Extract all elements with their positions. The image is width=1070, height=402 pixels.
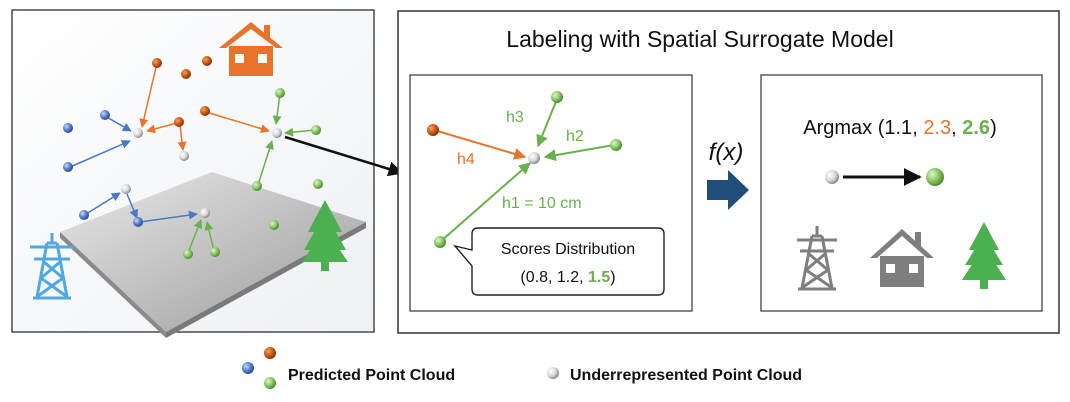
- edge-green: [257, 140, 274, 186]
- edge-blue: [126, 193, 139, 219]
- predicted-point-orange: [174, 117, 184, 127]
- predicted-point-green: [210, 247, 220, 257]
- argmax-value: 1.1: [884, 117, 912, 139]
- edge-green: [284, 127, 316, 137]
- target-point: [528, 152, 540, 164]
- legend: Predicted Point Cloud Underrepresented P…: [242, 347, 802, 389]
- edge-label-h2: h2: [566, 128, 584, 145]
- underrepresented-point: [179, 151, 189, 161]
- target-point: [825, 170, 839, 184]
- predicted-point-green: [313, 179, 323, 189]
- edge-orange: [205, 111, 270, 133]
- predicted-points: [63, 56, 323, 259]
- tree-icon: [962, 222, 1006, 289]
- predicted-point-green: [269, 220, 279, 230]
- neighbor-point-orange: [427, 124, 439, 136]
- edge-orange: [139, 62, 158, 128]
- legend-swatch-green: [264, 377, 276, 389]
- labeled-point-green: [926, 168, 944, 186]
- legend-label-underrepresented: Underrepresented Point Cloud: [570, 367, 802, 384]
- argmax-value-max: 2.6: [962, 117, 990, 139]
- predicted-point-orange: [181, 69, 191, 79]
- argmax-value-house: 2.3: [923, 117, 951, 139]
- score-value: 0.8: [526, 269, 548, 286]
- predicted-point-orange: [200, 106, 210, 116]
- edge-label-h4: h4: [457, 151, 475, 168]
- score-value: 1.2: [557, 269, 579, 286]
- house-icon: [870, 229, 934, 287]
- neighbor-point-green: [551, 91, 563, 103]
- predicted-point-blue: [100, 110, 110, 120]
- legend-label-predicted: Predicted Point Cloud: [288, 367, 455, 384]
- edge-orange: [177, 124, 187, 151]
- edge-label-h1: h1 = 10 cm: [502, 195, 582, 212]
- edge-green: [187, 219, 203, 254]
- predicted-point-blue: [63, 123, 73, 133]
- legend-swatch-white: [547, 367, 559, 379]
- neighbor-point-green: [434, 236, 446, 248]
- legend-swatch-blue: [242, 362, 254, 374]
- frame-title: Labeling with Spatial Surrogate Model: [506, 26, 893, 52]
- tree-icon: [302, 200, 348, 271]
- zoom-connector-arrow: [284, 135, 404, 177]
- underrepresented-point: [121, 184, 131, 194]
- edge-blue: [85, 192, 121, 215]
- predicted-point-green: [183, 249, 193, 259]
- predicted-point-blue: [79, 210, 89, 220]
- edge-blue: [104, 115, 132, 132]
- underrepresented-point: [272, 128, 282, 138]
- edge-label-h3: h3: [506, 109, 524, 126]
- edge-h2: [543, 144, 615, 162]
- predicted-point-green: [311, 125, 321, 135]
- predicted-point-blue: [63, 162, 73, 172]
- scene-edges: [69, 62, 316, 254]
- score-value-max: 1.5: [588, 269, 610, 286]
- power-tower-icon: [797, 226, 837, 291]
- edge-orange: [146, 122, 178, 134]
- function-icon: f(x): [709, 139, 744, 166]
- argmax-expression: Argmax (1.1, 2.3, 2.6): [803, 117, 996, 139]
- house-icon: [219, 22, 283, 76]
- edge-blue: [69, 140, 131, 168]
- neighbor-point-green: [610, 139, 622, 151]
- predicted-point-green: [252, 181, 262, 191]
- scores-callout-values: (0.8, 1.2, 1.5): [520, 269, 615, 286]
- edge-blue: [139, 210, 198, 223]
- edge-green: [204, 221, 215, 252]
- predicted-point-blue: [133, 217, 143, 227]
- scores-callout-bubble: [453, 227, 665, 296]
- right-arrow-icon: [707, 170, 749, 210]
- edge-green: [272, 93, 282, 125]
- underrepresented-point: [200, 208, 210, 218]
- legend-swatch-orange: [264, 347, 276, 359]
- edge-h3: [536, 98, 558, 148]
- edge-h1: [440, 162, 531, 242]
- underrepresented-point: [133, 128, 143, 138]
- scores-callout-title: Scores Distribution: [501, 241, 635, 258]
- predicted-point-orange: [202, 56, 212, 66]
- predicted-point-green: [275, 88, 285, 98]
- predicted-point-orange: [152, 58, 162, 68]
- power-tower-icon: [30, 233, 74, 300]
- edge-h4: [433, 129, 527, 160]
- neighborhood-edges: [433, 98, 615, 242]
